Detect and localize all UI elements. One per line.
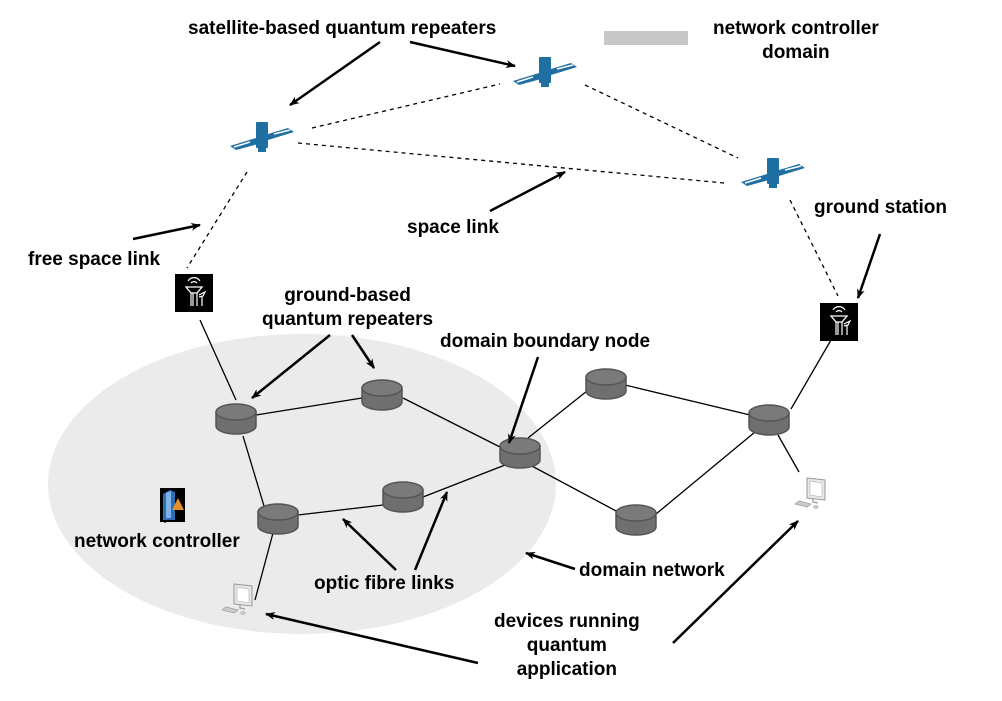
repeater-icon bbox=[748, 404, 790, 436]
label-optic-fibre-links: optic fibre links bbox=[314, 573, 455, 594]
legend-domain-swatch bbox=[604, 31, 688, 45]
arrow bbox=[409, 40, 516, 68]
ground-station-icon bbox=[174, 273, 214, 313]
label-ground-repeaters: ground-based quantum repeaters bbox=[262, 284, 433, 332]
arrow bbox=[265, 612, 479, 665]
label-free-space-link: free space link bbox=[28, 249, 161, 270]
fibre-link bbox=[242, 435, 265, 507]
arrow bbox=[289, 40, 381, 107]
fibre-link bbox=[655, 431, 756, 515]
arrow bbox=[507, 356, 540, 444]
label-network-controller-domain: network controller domain bbox=[713, 17, 879, 65]
repeater-icon bbox=[585, 368, 627, 400]
label-ground-station: ground station bbox=[814, 197, 947, 218]
boundary-node-icon bbox=[499, 437, 541, 469]
satellite-icon bbox=[740, 157, 806, 189]
arrow bbox=[342, 518, 397, 571]
fibre-link bbox=[527, 390, 588, 439]
arrow bbox=[251, 334, 331, 399]
label-network-controller: network controller bbox=[74, 531, 240, 552]
arrow bbox=[350, 334, 376, 369]
label-domain-network: domain network bbox=[579, 560, 725, 581]
fibre-link bbox=[422, 464, 506, 498]
space-link-left-right bbox=[297, 142, 725, 184]
free-space-link-right bbox=[789, 199, 839, 297]
label-line: ground-based bbox=[284, 285, 411, 306]
fibre-link bbox=[790, 339, 832, 410]
label-line: domain bbox=[762, 42, 830, 63]
fibre-link bbox=[529, 464, 619, 513]
fibre-link bbox=[402, 397, 501, 448]
network-controller-icon bbox=[160, 488, 185, 522]
label-satellite-repeaters: satellite-based quantum repeaters bbox=[188, 18, 497, 39]
repeater-icon bbox=[257, 503, 299, 535]
domain-network-area bbox=[48, 334, 556, 634]
repeater-icon bbox=[615, 504, 657, 536]
fibre-link bbox=[255, 397, 363, 416]
arrow bbox=[672, 520, 799, 644]
repeater-icon bbox=[361, 379, 403, 411]
label-line: quantum repeaters bbox=[262, 309, 434, 330]
arrow bbox=[489, 170, 566, 213]
label-devices: devices running quantum application bbox=[494, 610, 640, 682]
computer-icon bbox=[794, 477, 826, 510]
arrow bbox=[525, 551, 576, 571]
label-line: devices running bbox=[494, 611, 640, 632]
arrow bbox=[132, 222, 201, 241]
satellite-icon bbox=[512, 56, 578, 88]
label-domain-boundary-node: domain boundary node bbox=[440, 331, 651, 352]
satellite-icon bbox=[229, 121, 295, 153]
label-line: quantum bbox=[526, 635, 607, 656]
label-space-link: space link bbox=[407, 217, 499, 238]
label-line: network controller bbox=[713, 18, 879, 39]
fibre-link bbox=[297, 504, 384, 516]
space-link-top-right bbox=[584, 84, 739, 159]
repeater-icon bbox=[215, 403, 257, 435]
fibre-link bbox=[199, 319, 237, 401]
space-link-left-top bbox=[311, 83, 501, 129]
fibre-link bbox=[254, 532, 274, 601]
ground-station-icon bbox=[819, 302, 859, 342]
label-line: application bbox=[516, 659, 617, 680]
arrow bbox=[856, 233, 882, 299]
arrow bbox=[413, 491, 449, 571]
repeater-icon bbox=[382, 481, 424, 513]
fibre-link bbox=[777, 434, 800, 473]
free-space-link-left bbox=[186, 171, 248, 269]
fibre-link bbox=[624, 384, 751, 416]
